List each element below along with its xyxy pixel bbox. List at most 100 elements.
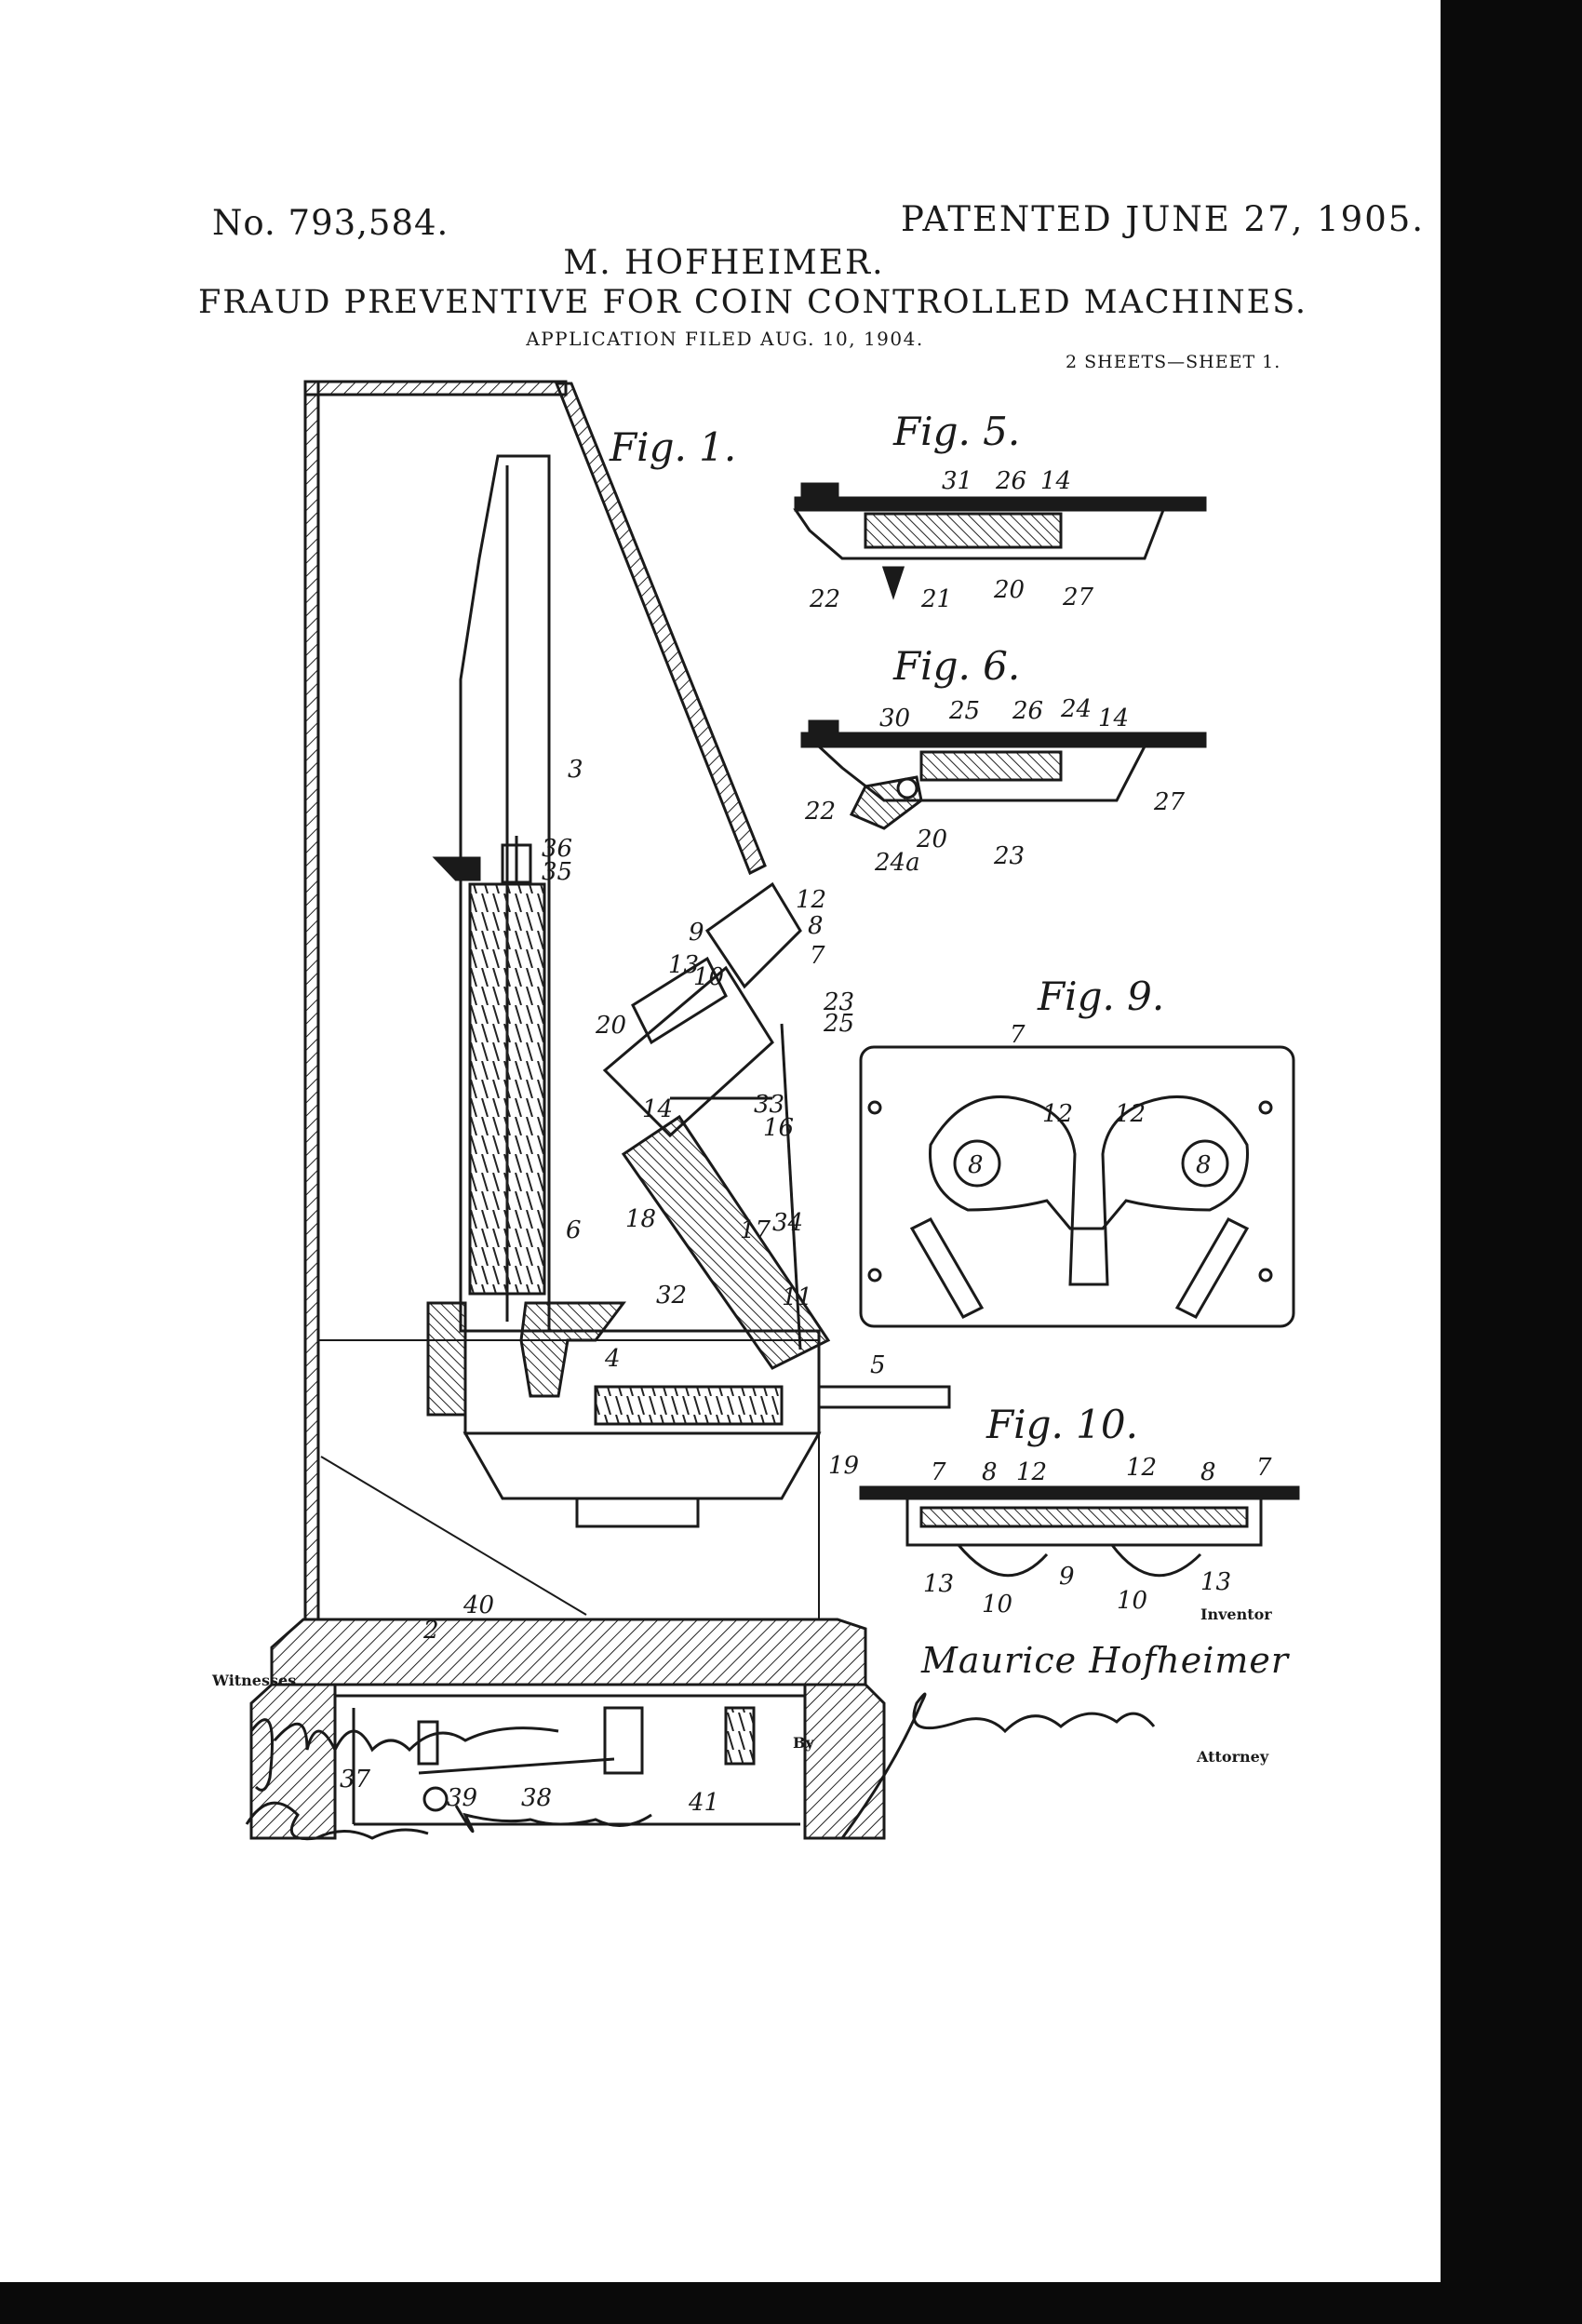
application-filed: APPLICATION FILED AUG. 10, 1904. [526,328,924,350]
ref-numeral: 22 [809,585,840,613]
ref-numeral: 16 [763,1114,794,1142]
ref-numeral: 27 [1062,584,1094,611]
base-lever-bracket [603,1706,644,1775]
ref-numeral: 38 [521,1784,552,1812]
base-spring [724,1706,756,1766]
ref-numeral: 11 [782,1283,812,1311]
ref-numeral: 12 [1042,1100,1073,1128]
ref-numeral: 27 [1153,788,1186,816]
coin-gate [631,956,728,1045]
ref-numeral: 14 [1098,705,1129,732]
ref-numeral: 20 [993,576,1025,604]
coin-catch [519,1301,626,1398]
fig9-plate [859,1045,1295,1328]
ref-numeral: 14 [1040,467,1071,495]
ref-numeral: 9 [689,919,704,947]
ref-numeral: 13 [668,951,699,979]
slot-plate [704,881,802,989]
ref-numeral: 14 [642,1095,673,1123]
fig5-label: Fig. 5. [892,409,1020,454]
fig9-label: Fig. 9. [1037,974,1164,1019]
fig9-numerals: 7 12 12 8 8 [968,1021,1212,1179]
base-right-foot [803,1683,886,1840]
ref-numeral: 7 [931,1458,946,1486]
ref-numeral: 5 [870,1351,886,1379]
ref-numeral: 20 [916,826,947,853]
fig9-slot-left [909,1217,985,1319]
ref-numeral: 40 [463,1592,494,1619]
ref-numeral: 12 [1115,1100,1146,1128]
witnesses-label: Witnesses [212,1672,297,1689]
coin-bin [463,1431,822,1500]
ref-numeral: 8 [1196,1151,1212,1179]
cabinet-left-wall [303,380,320,1621]
ref-numeral: 30 [879,705,910,732]
ref-numeral: 41 [688,1789,719,1817]
operating-shaft [817,1385,951,1409]
cabinet-top-wall [303,380,568,396]
ref-numeral: 25 [948,697,980,725]
ref-numeral: 8 [1200,1458,1216,1486]
ref-numeral: 10 [982,1591,1012,1619]
figure-6-drawing [800,719,1207,830]
fig5-housing [793,508,1166,560]
ref-numeral: 8 [808,912,824,940]
ref-numeral: 8 [982,1458,998,1486]
ref-numeral: 12 [1126,1454,1157,1482]
figure-10-drawing [859,1485,1300,1578]
patent-drawing: Fig. 1. Fig. 5. Fig. 6. Fig. 9. Fig. 10.… [245,380,1300,1841]
ref-numeral: 4 [604,1345,621,1373]
fig9-coin-right [1181,1139,1229,1188]
ref-numeral: 6 [566,1216,582,1244]
inventor-signature: Maurice Hofheimer [921,1640,1290,1681]
bin-base [575,1497,700,1528]
fig10-housing [905,1487,1263,1547]
ref-numeral: 10 [693,963,724,991]
fig6-housing [815,745,1147,802]
ref-numeral: 25 [823,1010,854,1038]
ref-numeral: 26 [1012,697,1043,725]
fig10-finger-right [1110,1544,1202,1578]
ref-numeral: 21 [920,585,952,613]
by-label: By [793,1734,814,1752]
ref-numeral: 39 [447,1784,477,1812]
fig6-numerals: 30 25 26 24 14 22 27 20 24a 23 [804,695,1186,877]
ref-numeral: 7 [810,942,825,970]
cabinet-sloped-front [554,382,767,876]
coin-stack [468,882,546,1296]
fig1-label: Fig. 1. [609,424,736,470]
cabinet-base [270,1618,867,1686]
inventor-name: M. HOFHEIMER. [563,244,885,282]
ref-numeral: 36 [542,835,572,863]
ref-numeral: 13 [1200,1568,1231,1596]
tube-bracket [432,856,481,881]
ref-numeral: 7 [1010,1021,1026,1049]
base-left-foot [249,1683,337,1840]
patent-number: No. 793,584. [212,203,449,243]
fig10-finger-left [957,1544,1049,1578]
patent-title: FRAUD PREVENTIVE FOR COIN CONTROLLED MAC… [197,284,1308,321]
ref-numeral: 23 [993,842,1025,870]
fig9-slot-right [1174,1217,1250,1319]
chute-housing [602,965,774,1138]
figure-1-drawing [249,380,951,1840]
base-screw [422,1786,449,1812]
inventor-label: Inventor [1200,1605,1272,1623]
ref-numeral: 23 [823,988,854,1016]
ref-numeral: 31 [942,467,972,495]
fig9-coin-left [953,1139,1001,1188]
ref-numeral: 13 [923,1570,954,1598]
attorney-signature [840,1692,1156,1839]
figure-5-drawing [793,482,1207,600]
ref-numeral: 17 [740,1216,771,1244]
ref-numeral: 24a [874,849,920,877]
ref-numeral: 8 [968,1151,984,1179]
ref-numeral: 12 [796,886,826,914]
fig5-numerals: 31 26 14 22 21 20 27 [809,467,1094,613]
ref-numeral: 32 [656,1282,687,1310]
ref-numeral: 37 [340,1766,371,1793]
ref-numeral: 33 [754,1091,784,1119]
ref-numeral: 34 [772,1209,803,1237]
witness-signatures [245,1718,652,1841]
ref-numeral: 20 [595,1012,626,1040]
